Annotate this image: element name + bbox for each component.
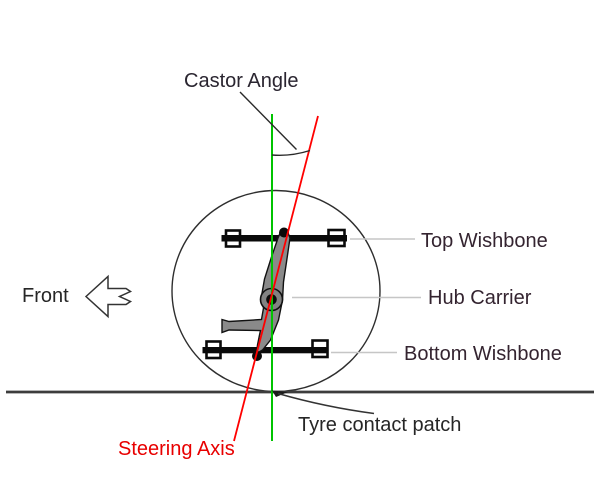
castor-angle-pointer-line <box>239 91 297 150</box>
castor-angle-arc <box>271 149 311 156</box>
steering-axis-line <box>233 115 319 442</box>
hub-carrier-label: Hub Carrier <box>428 287 532 309</box>
top-wishbone-label: Top Wishbone <box>421 230 548 252</box>
tyre-contact-pointer-line <box>277 392 375 415</box>
front-label: Front <box>22 285 69 307</box>
front-arrow-icon <box>84 274 133 319</box>
bottom-wishbone-label: Bottom Wishbone <box>404 343 562 365</box>
bottom-wishbone-bar <box>202 347 329 354</box>
bottom-wishbone <box>202 339 329 360</box>
tyre-contact-patch-label: Tyre contact patch <box>298 414 461 436</box>
steering-axis-label: Steering Axis <box>118 438 235 460</box>
castor-angle-label: Castor Angle <box>184 70 299 92</box>
